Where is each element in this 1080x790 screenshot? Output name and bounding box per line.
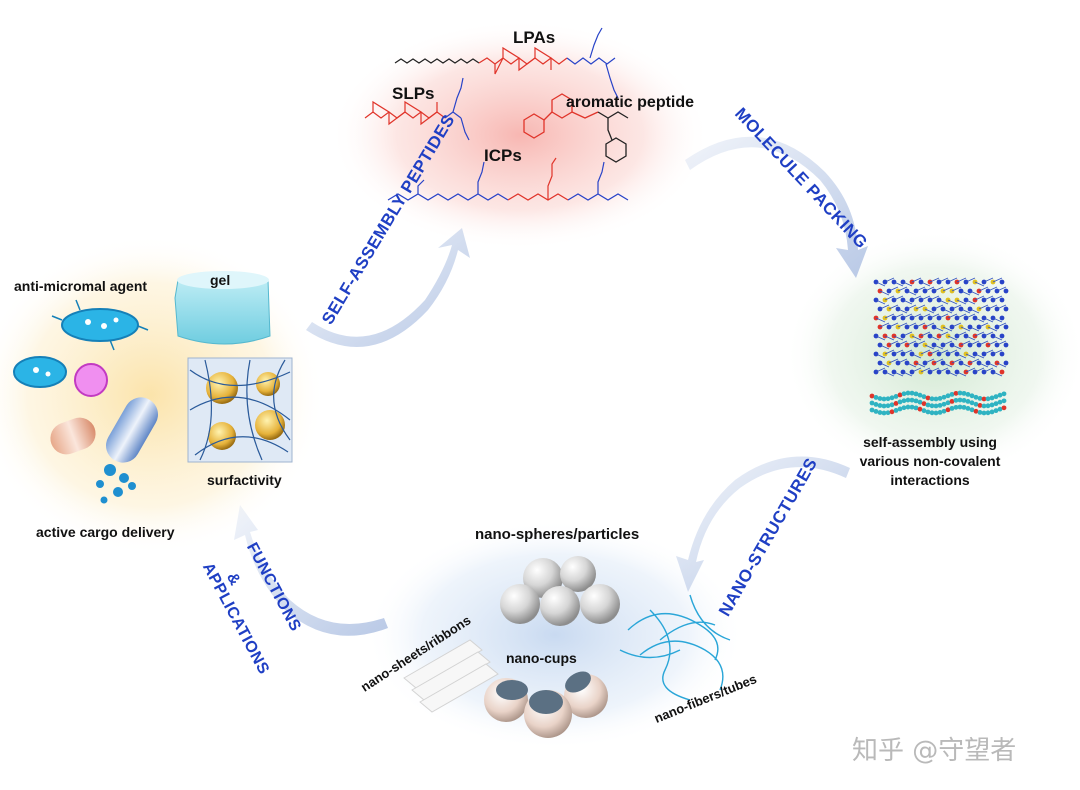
nano-sheets-image [403,639,499,713]
aromatic-peptide-structure [523,93,629,163]
aromatic-peptide-label: aromatic peptide [566,94,695,111]
icps-label: ICPs [484,146,522,165]
nano-spheres-image [500,556,620,626]
nano-fibers-image [619,594,731,701]
nano-cups-label: nano-cups [506,650,577,666]
watermark-text: 知乎 @守望者 [852,736,1017,766]
surfactivity-image [187,357,293,463]
gel-label: gel [210,272,231,288]
surfactivity-label: surfactivity [207,472,282,488]
cycle-arrows [234,136,868,636]
bacteria-image [13,299,149,397]
peptides-glow [330,20,710,250]
capsules-image [50,397,158,504]
slps-label: SLPs [392,84,435,103]
antimicrobial-label: anti-micromal agent [14,278,148,294]
packing-caption-line1: self-assembly using [863,434,997,450]
slp-structure [364,77,470,141]
arrow-to-packing [685,136,868,278]
packing-caption-line3: interactions [890,472,970,488]
packing-caption-line2: various non-covalent [859,453,1001,469]
nano-cups-image [484,671,608,738]
packing-network [873,277,1009,377]
lpas-label: LPAs [513,28,556,47]
icp-structure [387,157,629,201]
arrow-to-peptides [306,228,470,347]
packing-ribbon [869,390,1007,416]
gel-image [174,271,271,345]
arrow-to-nanostructures [676,456,850,592]
arrow-to-applications [234,505,388,636]
lpa-structure [394,27,619,99]
nano-spheres-label: nano-spheres/particles [475,526,640,543]
cargo-delivery-label: active cargo delivery [36,524,175,540]
